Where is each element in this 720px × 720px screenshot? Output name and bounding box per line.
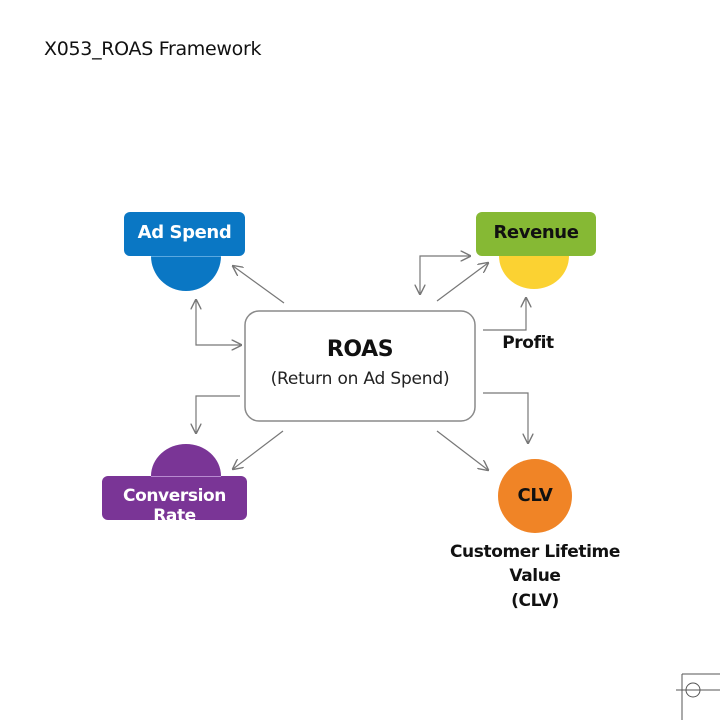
connector-revenue-elbow	[420, 256, 470, 294]
conversion-rate-label: Conversion Rate	[123, 486, 226, 526]
clv-caption-line1: Customer Lifetime	[449, 542, 621, 562]
page-title: X053_ROAS Framework	[44, 38, 262, 60]
revenue-box	[476, 212, 596, 256]
clv-caption-line3: (CLV)	[511, 591, 559, 611]
clv-label: CLV	[517, 485, 553, 506]
connector-conversion-elbow	[196, 395, 240, 433]
connector-clv-elbow	[483, 392, 528, 443]
ad-spend-box	[124, 212, 245, 256]
ad-spend-label: Ad Spend	[137, 222, 232, 243]
revenue-node[interactable]	[476, 212, 596, 289]
revenue-semicircle	[499, 256, 569, 289]
profit-label: Profit	[502, 333, 554, 353]
revenue-label: Revenue	[493, 222, 579, 243]
roas-center-box[interactable]	[244, 310, 476, 422]
conversion-rate-node[interactable]	[102, 444, 247, 520]
connector-roas-to-conversion	[233, 430, 284, 469]
roas-subtitle: (Return on Ad Spend)	[270, 369, 450, 389]
ad-spend-node[interactable]	[124, 212, 245, 291]
roas-title: ROAS	[326, 337, 394, 362]
conversion-box	[102, 476, 247, 520]
clv-caption-line2: Value	[509, 566, 561, 586]
corner-crosshair-icon	[676, 673, 720, 720]
connector-adspend-elbow	[196, 300, 241, 345]
connector-profit-elbow	[483, 298, 526, 331]
connector-roas-to-clv	[436, 430, 488, 470]
connectors	[196, 256, 528, 470]
connector-roas-to-adspend	[233, 266, 285, 304]
conversion-semicircle	[151, 444, 221, 476]
ad-spend-semicircle	[151, 256, 221, 291]
connector-roas-to-revenue	[436, 263, 488, 302]
clv-circle[interactable]	[498, 459, 572, 533]
